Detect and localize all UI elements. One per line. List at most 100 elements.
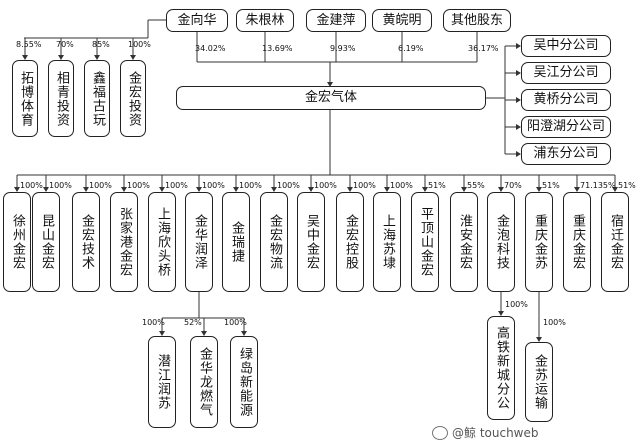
jhrz-pct-1: 52% (184, 318, 202, 327)
subsidiary-pct-14: 51% (542, 181, 560, 190)
shareholder-4-label: 其他股东 (450, 12, 503, 28)
subsidiary-4: 上海欣头桥 (148, 192, 176, 292)
shareholder-3: 黄皖明 (372, 9, 432, 32)
branch-arrow-4 (516, 151, 521, 157)
subsidiary-10: 上海苏埭 (373, 192, 401, 292)
watermark: @鲸 touchweb (432, 424, 539, 441)
subsidiary-3: 张家港金宏 (110, 192, 138, 292)
investment-arrow-3 (130, 55, 136, 60)
subsidiary-pct-2: 100% (89, 181, 112, 190)
jhrz-sub-1: 金华龙燃气 (190, 336, 218, 428)
branch-0: 吴中分公司 (521, 35, 611, 57)
shareholder-pct-2: 9.93% (330, 44, 356, 53)
subsidiary-16-label: 宿迁金宏 (608, 214, 623, 270)
subsidiary-pct-16: 51% (618, 181, 636, 190)
sub-arrow-9 (347, 187, 353, 192)
investment-pct-3: 100% (128, 40, 151, 49)
main-company-label: 金宏气体 (304, 90, 357, 105)
subsidiary-10-label: 上海苏埭 (380, 214, 395, 270)
branch-1: 吴江分公司 (521, 62, 611, 84)
subsidiary-13-label: 金泡科技 (494, 214, 509, 270)
branch-2-label: 黄桥分公司 (533, 92, 599, 107)
subsidiary-1: 昆山金宏 (32, 192, 60, 292)
shareholder-pct-1: 13.69% (262, 44, 293, 53)
jhrz-sub-0: 潜江润苏 (148, 336, 176, 428)
subsidiary-11-label: 平顶山金宏 (418, 207, 433, 277)
sub-arrow-13 (498, 187, 504, 192)
subsidiary-pct-11: 51% (428, 181, 446, 190)
branch-4-label: 浦东分公司 (533, 146, 599, 161)
branch-3: 阳澄湖分公司 (521, 116, 611, 138)
shareholder-2-label: 金建萍 (316, 12, 356, 28)
main-arrow (327, 82, 333, 87)
branch-arrow-3 (516, 124, 521, 130)
subsidiary-pct-10: 100% (390, 181, 413, 190)
subsidiary-8-label: 吴中金宏 (304, 214, 319, 270)
branch-arrow-0 (516, 43, 521, 49)
investment-arrow-2 (94, 55, 100, 60)
subsidiary-pct-12: 55% (467, 181, 485, 190)
investment-pct-1: 70% (56, 40, 74, 49)
shareholder-pct-3: 6.19% (398, 44, 424, 53)
branch-arrow-1 (516, 70, 521, 76)
jhrz-pct-0: 100% (142, 318, 165, 327)
sub-arrow-5 (196, 187, 202, 192)
subsidiary-11: 平顶山金宏 (411, 192, 439, 292)
subsidiary-15-label: 重庆金宏 (570, 214, 585, 270)
subsidiary-0: 徐州金宏 (3, 192, 31, 292)
branch-arrow-2 (516, 97, 521, 103)
cqjs-pct: 100% (543, 318, 566, 327)
investment-arrow-0 (22, 55, 28, 60)
sub-arrow-8 (308, 187, 314, 192)
subsidiary-13: 金泡科技 (487, 192, 515, 292)
jpkj-sub: 高铁新城分公 (487, 316, 515, 420)
sub-arrow-6 (233, 187, 239, 192)
subsidiary-0-label: 徐州金宏 (10, 214, 25, 270)
subsidiary-5-label: 金华润泽 (192, 214, 207, 270)
investment-pct-0: 8.55% (16, 40, 42, 49)
sub-arrow-12 (461, 187, 467, 192)
sub-arrow-10 (384, 187, 390, 192)
investment-0: 拓博体育 (12, 60, 38, 137)
subsidiary-7: 金宏物流 (260, 192, 288, 292)
subsidiary-15: 重庆金宏 (563, 192, 591, 292)
investment-3-label: 金宏投资 (126, 70, 141, 127)
investment-0-label: 拓博体育 (18, 70, 33, 127)
subsidiary-3-label: 张家港金宏 (117, 207, 132, 277)
shareholder-2: 金建萍 (306, 9, 366, 32)
investment-1-label: 相青投资 (54, 70, 69, 127)
subsidiary-pct-5: 100% (202, 181, 225, 190)
subsidiary-12-label: 淮安金宏 (457, 214, 472, 270)
subsidiary-pct-15: 71.135% (580, 181, 616, 190)
subsidiary-2: 金宏技术 (72, 192, 100, 292)
subsidiary-7-label: 金宏物流 (267, 214, 282, 270)
investment-pct-2: 85% (92, 40, 110, 49)
cqjs-sub-label: 金苏运输 (532, 354, 547, 410)
subsidiary-pct-6: 100% (239, 181, 262, 190)
subsidiary-pct-1: 100% (49, 181, 72, 190)
subsidiary-6-label: 金瑞捷 (229, 221, 244, 263)
jhrz-pct-2: 100% (224, 318, 247, 327)
shareholder-pct-4: 36.17% (468, 44, 499, 53)
cqjs-sub: 金苏运输 (525, 342, 553, 422)
subsidiary-8: 吴中金宏 (297, 192, 325, 292)
subsidiary-4-label: 上海欣头桥 (155, 207, 170, 277)
subsidiary-14-label: 重庆金苏 (532, 214, 547, 270)
branch-3-label: 阳澄湖分公司 (526, 119, 605, 134)
jpkj-arrow (498, 311, 504, 316)
wechat-icon (432, 425, 448, 440)
subsidiary-9-label: 金宏控股 (343, 214, 358, 270)
sub-arrow-0 (14, 187, 20, 192)
branch-1-label: 吴江分公司 (533, 65, 599, 80)
subsidiary-pct-7: 100% (277, 181, 300, 190)
subsidiary-16: 宿迁金宏 (601, 192, 629, 292)
jhrz-sub-1-label: 金华龙燃气 (197, 347, 212, 417)
subsidiary-9: 金宏控股 (336, 192, 364, 292)
subsidiary-pct-8: 100% (314, 181, 337, 190)
sub-arrow-11 (422, 187, 428, 192)
subsidiary-6: 金瑞捷 (222, 192, 250, 292)
branch-2: 黄桥分公司 (521, 89, 611, 111)
jhrz-sub-2-label: 绿岛新能源 (237, 347, 252, 417)
jhrz-sub-0-label: 潜江润苏 (155, 354, 170, 410)
